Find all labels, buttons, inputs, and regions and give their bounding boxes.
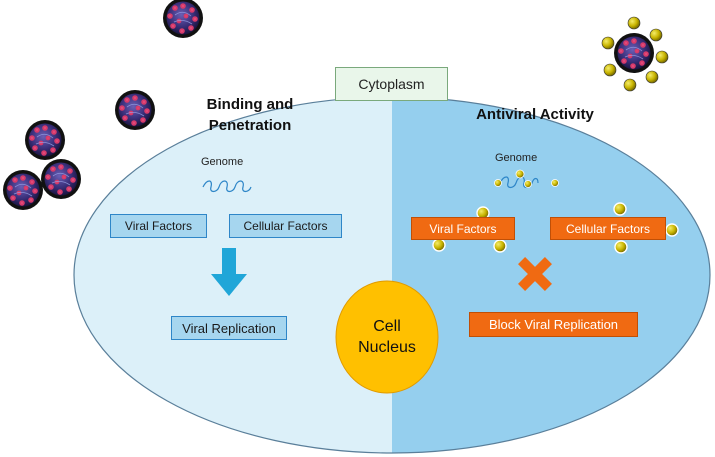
cell-nucleus-label: Cell Nucleus — [347, 316, 427, 358]
gold-nanoparticle-icon — [665, 223, 679, 237]
cell-body — [74, 97, 710, 453]
down-arrow-icon — [211, 248, 247, 296]
heading-line: Penetration — [208, 117, 292, 134]
virus-with-nanoparticles — [601, 16, 669, 92]
rna-coil-icon — [202, 180, 252, 193]
gold-nanoparticle-icon — [494, 179, 502, 187]
antiviral-activity-heading: Antiviral Activity — [476, 106, 594, 123]
cell-nucleus — [335, 280, 439, 394]
heading-line: Binding and — [206, 96, 294, 113]
binding-penetration-heading: Binding and Penetration — [190, 94, 310, 136]
nucleus-line: Nucleus — [358, 339, 416, 356]
genome-label-right: Genome — [495, 152, 538, 164]
cellular-factors-box-blocked: Cellular Factors — [550, 217, 666, 240]
gold-nanoparticle-icon — [551, 179, 559, 187]
viral-factors-box-blocked: Viral Factors — [411, 217, 515, 240]
coronavirus-icon — [24, 119, 66, 161]
coronavirus-icon — [2, 169, 44, 211]
gold-nanoparticle-icon — [524, 180, 532, 188]
gold-nanoparticle-icon — [432, 238, 446, 252]
cellular-factors-box: Cellular Factors — [229, 214, 342, 238]
viral-factors-box: Viral Factors — [110, 214, 207, 238]
coronavirus-icon — [114, 89, 156, 131]
genome-label-left: Genome — [201, 156, 244, 168]
coronavirus-icon — [162, 0, 204, 39]
gold-nanoparticle-icon — [493, 239, 507, 253]
gold-nanoparticle-icon — [613, 202, 627, 216]
block-viral-replication-box: Block Viral Replication — [469, 312, 638, 337]
right-half-region — [392, 97, 710, 453]
gold-nanoparticle-icon — [614, 240, 628, 254]
cytoplasm-label: Cytoplasm — [335, 67, 448, 101]
coronavirus-icon — [40, 158, 82, 200]
x-mark-icon — [518, 257, 552, 291]
viral-replication-box: Viral Replication — [171, 316, 287, 340]
nucleus-line: Cell — [373, 318, 401, 335]
gold-nanoparticle-icon — [515, 169, 525, 179]
